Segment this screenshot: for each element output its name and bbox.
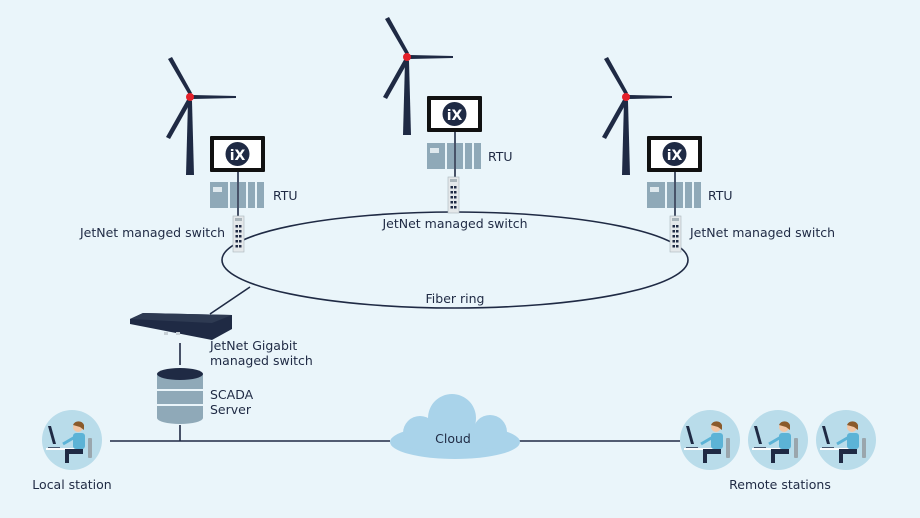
remote-station-icon [678,408,742,472]
gigabit-switch-label-2: managed switch [210,353,313,368]
managed-switch-icon [669,215,682,253]
fiber-ring-label: Fiber ring [426,291,485,306]
remote-station-icon [746,408,810,472]
switch-label: JetNet managed switch [381,216,527,231]
scada-label-2: Server [210,402,252,417]
turbine-station-3: iX RTU JetNet managed switch [602,57,835,253]
turbine-station-2: iX RTU JetNet managed switch [381,17,528,231]
local-station-label: Local station [32,477,111,492]
gigabit-switch-label-1: JetNet Gigabit [209,338,297,353]
rtu-label: RTU [488,149,513,164]
turbine-station-1: iX RTU JetNet managed switch [79,57,298,253]
remote-stations-label: Remote stations [729,477,831,492]
switch-label: JetNet managed switch [79,225,225,240]
remote-station-icon [814,408,878,472]
database-server-icon [157,368,203,424]
rtu-icon [210,182,264,208]
local-station-icon [40,408,104,472]
ix-logo: iX [447,108,463,124]
switch-label: JetNet managed switch [689,225,835,240]
gigabit-switch-icon [130,313,232,340]
rtu-label: RTU [708,188,733,203]
managed-switch-icon [232,215,245,253]
scada-label-1: SCADA [210,387,254,402]
cloud-icon [390,394,520,459]
ix-logo: iX [667,148,683,164]
rtu-label: RTU [273,188,298,203]
managed-switch-icon [447,176,460,214]
rtu-icon [647,182,701,208]
rtu-icon [427,143,481,169]
ix-logo: iX [230,148,246,164]
cloud-label: Cloud [435,431,471,446]
